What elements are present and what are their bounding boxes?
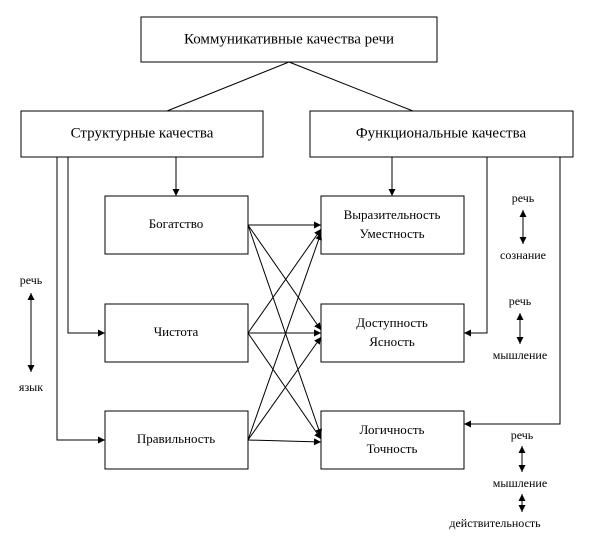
right-relation3-bottom-label: действительность (449, 516, 541, 530)
structural-qualities-label: Структурные качества (71, 125, 214, 141)
functional-to-item2-arrow (464, 157, 488, 337)
right-relation2-bottom-label: мышление (493, 348, 547, 362)
cross-arrow-1-3 (247, 224, 323, 437)
cross-arrow-1-2 (247, 224, 322, 331)
structural-item-label-2: Чистота (154, 324, 199, 339)
left-relation-top-label: речь (20, 273, 43, 287)
structural-item-box-3 (104, 410, 249, 470)
functional-item-box-3 (320, 410, 465, 470)
right-relation2-top-label: речь (509, 294, 532, 308)
cross-arrow-3-2 (247, 336, 322, 441)
functional-qualities-box (309, 110, 574, 158)
right-relation1-bottom-label: сознание (500, 248, 546, 262)
right-relation1-top-label: речь (512, 191, 535, 205)
cross-arrow-2-3 (247, 332, 322, 440)
functional-to-item3-arrow (464, 157, 561, 428)
title-label: Коммуникативные качества речи (184, 31, 394, 47)
functional-item-label-3b: Точность (367, 441, 418, 456)
functional-item-label-3a: Логичность (360, 422, 425, 437)
structural-item-box-1 (104, 195, 249, 255)
structural-to-item3-arrow (56, 157, 105, 444)
functional-qualities-label: Функциональные качества (356, 125, 527, 141)
functional-item-box-1 (320, 195, 465, 255)
structural-item-label-3: Правильность (137, 431, 215, 446)
cross-arrow-3-3 (247, 438, 322, 446)
functional-item-label-2b: Ясность (369, 334, 415, 349)
functional-item-label-1a: Выразительность (344, 207, 441, 222)
structural-qualities-box (20, 110, 264, 158)
left-relation-bottom-label: язык (19, 380, 43, 394)
right-relation3-top-label: речь (511, 428, 534, 442)
title-to-functional-line (288, 61, 414, 112)
cross-arrow-2-1 (247, 228, 322, 334)
right-relation3-middle-label: мышление (493, 476, 547, 490)
title-box (140, 16, 438, 63)
cross-arrow-3-1 (247, 232, 322, 441)
functional-item-label-1b: Уместность (360, 226, 425, 241)
structural-item-box-2 (104, 303, 249, 363)
structural-item-label-1: Богатство (149, 216, 204, 231)
functional-item-label-2a: Доступность (356, 315, 428, 330)
title-to-structural-line (166, 61, 290, 112)
structural-to-item2-arrow (67, 157, 105, 337)
